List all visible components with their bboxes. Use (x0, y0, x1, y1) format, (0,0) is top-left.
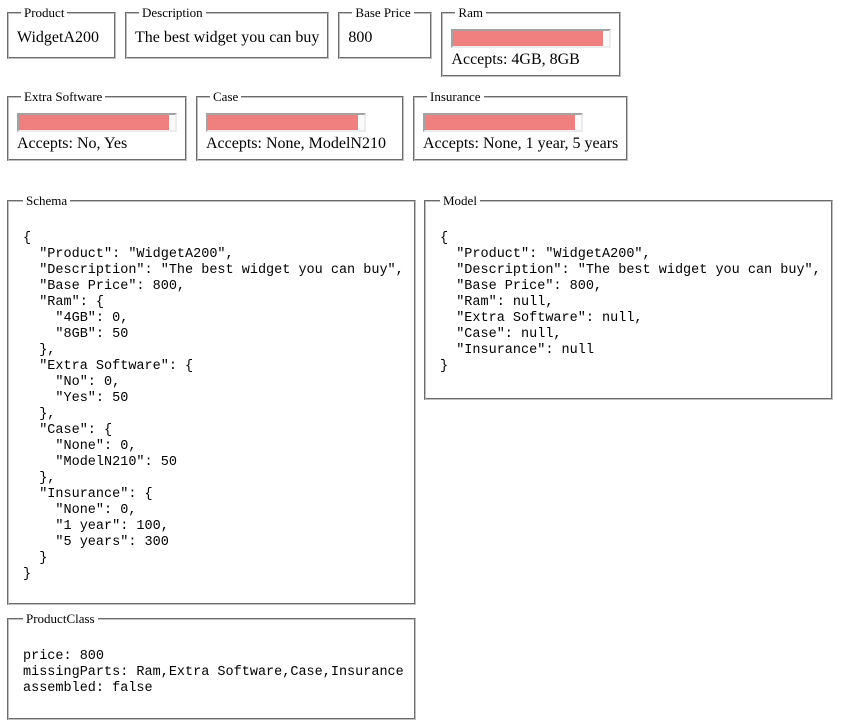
description-value: The best widget you can buy (135, 29, 320, 46)
insurance-drop-slot[interactable] (423, 113, 583, 132)
product-legend: Product (24, 5, 65, 20)
ram-fieldset: Ram Accepts: 4GB, 8GB (441, 5, 622, 77)
model-legend: Model (443, 193, 477, 208)
base-price-fieldset: Base Price 800 (338, 5, 433, 59)
extra-software-fieldset: Extra Software Accepts: No, Yes (7, 89, 187, 161)
case-fieldset: Case Accepts: None, ModelN210 (196, 89, 404, 161)
case-slot-fill (208, 115, 358, 130)
product-class-code: price: 800 missingParts: Ram,Extra Softw… (23, 649, 404, 696)
case-legend: Case (213, 89, 239, 104)
insurance-accepts-label: Accepts: None, 1 year, 5 years (423, 135, 619, 152)
extra-software-legend: Extra Software (24, 89, 103, 104)
ram-drop-slot[interactable] (451, 29, 612, 48)
schema-fieldset: Schema { "Product": "WidgetA200", "Descr… (7, 193, 416, 605)
parts-tray: Product WidgetA200 Description The best … (7, 5, 807, 173)
output-panels: Schema { "Product": "WidgetA200", "Descr… (7, 193, 843, 720)
extra-software-accepts-label: Accepts: No, Yes (17, 135, 128, 152)
base-price-legend: Base Price (355, 5, 411, 20)
base-price-value: 800 (348, 29, 373, 46)
case-accepts-label: Accepts: None, ModelN210 (206, 135, 386, 152)
ram-slot-fill (453, 31, 604, 46)
right-column: Model { "Product": "WidgetA200", "Descri… (424, 193, 833, 400)
case-drop-slot[interactable] (206, 113, 366, 132)
left-column: Schema { "Product": "WidgetA200", "Descr… (7, 193, 416, 720)
model-fieldset: Model { "Product": "WidgetA200", "Descri… (424, 193, 833, 400)
description-legend: Description (142, 5, 203, 20)
insurance-legend: Insurance (430, 89, 481, 104)
ram-accepts-label: Accepts: 4GB, 8GB (451, 51, 580, 68)
schema-json-code: { "Product": "WidgetA200", "Description"… (23, 231, 404, 582)
insurance-slot-fill (425, 115, 575, 130)
product-class-fieldset: ProductClass price: 800 missingParts: Ra… (7, 611, 416, 720)
insurance-fieldset: Insurance Accepts: None, 1 year, 5 years (413, 89, 629, 161)
schema-legend: Schema (26, 193, 68, 208)
description-fieldset: Description The best widget you can buy (125, 5, 330, 59)
product-value: WidgetA200 (17, 29, 100, 46)
model-json-code: { "Product": "WidgetA200", "Description"… (440, 231, 821, 374)
product-class-legend: ProductClass (26, 611, 95, 626)
product-fieldset: Product WidgetA200 (7, 5, 116, 59)
extra-software-slot-fill (19, 115, 169, 130)
ram-legend: Ram (458, 5, 483, 20)
extra-software-drop-slot[interactable] (17, 113, 177, 132)
